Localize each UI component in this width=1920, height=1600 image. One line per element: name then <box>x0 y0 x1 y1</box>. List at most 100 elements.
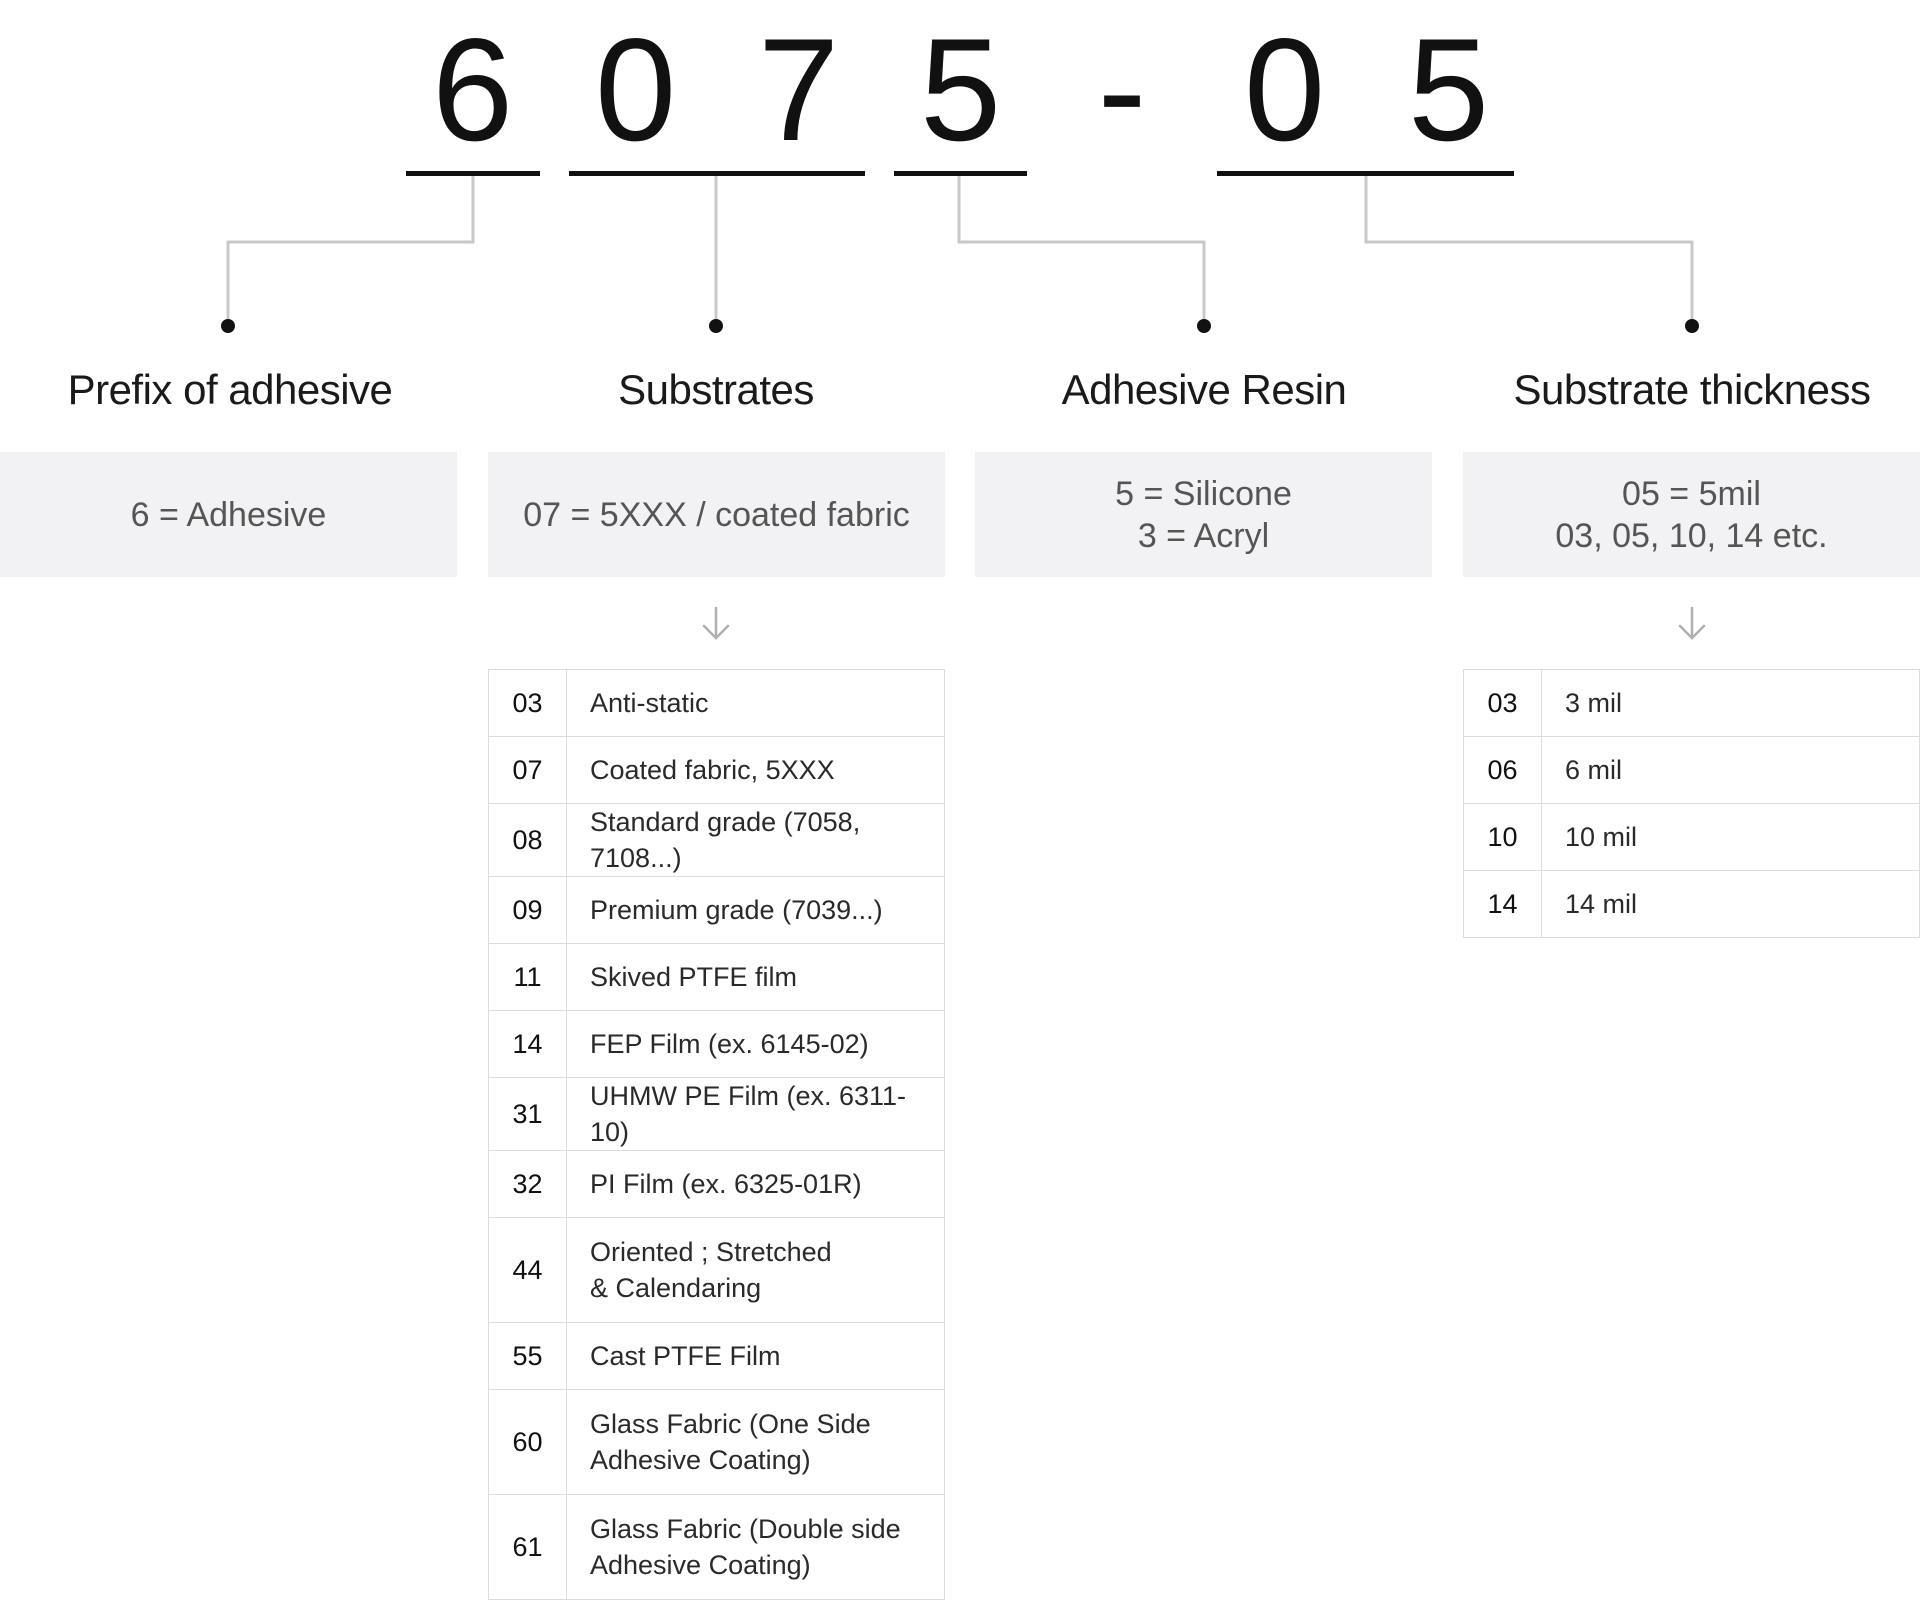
heading-prefix: Prefix of adhesive <box>67 366 393 413</box>
code-dash: - <box>1097 8 1147 171</box>
description-line: Premium grade (7039...) <box>590 895 883 925</box>
code-digit-substrate-2: 7 <box>758 8 840 171</box>
row-code: 32 <box>488 1150 567 1218</box>
description-line: UHMW PE Film (ex. 6311-10) <box>590 1081 907 1147</box>
description-line: 14 mil <box>1565 889 1638 919</box>
table-row: 14 FEP Film (ex. 6145-02) <box>488 1010 945 1078</box>
table-row: 11 Skived PTFE film <box>488 943 945 1011</box>
row-code: 09 <box>488 876 567 944</box>
table-row: 14 14 mil <box>1463 870 1920 938</box>
row-description: Coated fabric, 5XXX <box>566 736 945 804</box>
row-description: 3 mil <box>1541 669 1920 737</box>
code-digit-thickness-1: 0 <box>1244 8 1326 171</box>
row-code: 14 <box>488 1010 567 1078</box>
row-code: 44 <box>488 1217 567 1323</box>
description-line: Anti-static <box>590 688 709 718</box>
row-description: Skived PTFE film <box>566 943 945 1011</box>
connector-thickness <box>1364 176 1694 320</box>
row-code: 08 <box>488 803 567 877</box>
row-code: 61 <box>488 1494 567 1600</box>
row-code: 31 <box>488 1077 567 1151</box>
table-row: 44 Oriented ; Stretched & Calendaring <box>488 1217 945 1323</box>
row-code: 03 <box>488 669 567 737</box>
description-line: PI Film (ex. 6325-01R) <box>590 1169 862 1199</box>
value-box-resin: 5 = Silicone 3 = Acryl <box>975 452 1432 577</box>
value-box-thickness: 05 = 5mil 03, 05, 10, 14 etc. <box>1463 452 1920 577</box>
table-row: 08 Standard grade (7058, 7108...) <box>488 803 945 877</box>
description-line: Coated fabric, 5XXX <box>590 755 835 785</box>
table-row: 31 UHMW PE Film (ex. 6311-10) <box>488 1077 945 1151</box>
row-description: Standard grade (7058, 7108...) <box>566 803 945 877</box>
description-line: 3 mil <box>1565 688 1623 718</box>
row-description: Anti-static <box>566 669 945 737</box>
thickness-table: 03 3 mil 06 6 mil 10 10 mil 14 14 mil <box>1463 669 1920 938</box>
row-description: FEP Film (ex. 6145-02) <box>566 1010 945 1078</box>
row-code: 06 <box>1463 736 1542 804</box>
underline-prefix <box>406 171 540 176</box>
description-line: Oriented ; Stretched <box>590 1237 832 1267</box>
arrow-down-icon <box>1678 606 1706 640</box>
heading-thickness: Substrate thickness <box>1513 366 1871 413</box>
connector-dot-thickness <box>1685 319 1699 333</box>
description-line: 6 mil <box>1565 755 1623 785</box>
substrates-table: 03 Anti-static 07 Coated fabric, 5XXX 08 Stan… <box>488 669 945 1600</box>
table-row: 03 3 mil <box>1463 669 1920 737</box>
value-box-substrates: 07 = 5XXX / coated fabric <box>488 452 945 577</box>
description-line: Standard grade (7058, 7108...) <box>590 807 861 873</box>
description-line: Adhesive Coating) <box>590 1550 811 1580</box>
connector-dot-resin <box>1197 319 1211 333</box>
description-line: Glass Fabric (One Side <box>590 1409 871 1439</box>
row-description: PI Film (ex. 6325-01R) <box>566 1150 945 1218</box>
value-line: 03, 05, 10, 14 etc. <box>1555 516 1828 555</box>
table-row: 32 PI Film (ex. 6325-01R) <box>488 1150 945 1218</box>
row-description: 6 mil <box>1541 736 1920 804</box>
row-description: Oriented ; Stretched & Calendaring <box>566 1217 945 1323</box>
description-line: Glass Fabric (Double side <box>590 1514 901 1544</box>
table-row: 55 Cast PTFE Film <box>488 1322 945 1390</box>
table-row: 06 6 mil <box>1463 736 1920 804</box>
underline-substrates <box>569 171 865 176</box>
value-line: 3 = Acryl <box>1137 516 1270 555</box>
row-code: 14 <box>1463 870 1542 938</box>
heading-resin: Adhesive Resin <box>1061 366 1347 413</box>
table-row: 07 Coated fabric, 5XXX <box>488 736 945 804</box>
value-line: 07 = 5XXX / coated fabric <box>523 495 910 534</box>
description-line: Adhesive Coating) <box>590 1445 811 1475</box>
code-digit-substrate-1: 0 <box>595 8 677 171</box>
row-code: 10 <box>1463 803 1542 871</box>
code-digit-thickness-2: 5 <box>1408 8 1490 171</box>
row-description: 14 mil <box>1541 870 1920 938</box>
underline-resin <box>894 171 1027 176</box>
connector-resin <box>957 176 1206 320</box>
row-description: 10 mil <box>1541 803 1920 871</box>
row-description: UHMW PE Film (ex. 6311-10) <box>566 1077 945 1151</box>
description-line: Skived PTFE film <box>590 962 798 992</box>
table-row: 09 Premium grade (7039...) <box>488 876 945 944</box>
row-code: 03 <box>1463 669 1542 737</box>
arrow-down-icon <box>702 606 730 640</box>
description-line: Cast PTFE Film <box>590 1341 781 1371</box>
connector-dot-substrates <box>709 319 723 333</box>
row-code: 11 <box>488 943 567 1011</box>
row-description: Premium grade (7039...) <box>566 876 945 944</box>
row-code: 60 <box>488 1389 567 1495</box>
description-line: 10 mil <box>1565 822 1638 852</box>
row-code: 07 <box>488 736 567 804</box>
description-line: FEP Film (ex. 6145-02) <box>590 1029 869 1059</box>
row-description: Cast PTFE Film <box>566 1322 945 1390</box>
heading-substrates: Substrates <box>618 366 814 413</box>
description-line: & Calendaring <box>590 1273 762 1303</box>
connector-prefix <box>226 176 475 320</box>
value-box-prefix: 6 = Adhesive <box>0 452 457 577</box>
row-code: 55 <box>488 1322 567 1390</box>
table-row: 10 10 mil <box>1463 803 1920 871</box>
value-line: 6 = Adhesive <box>130 495 327 534</box>
code-digit-resin: 5 <box>920 8 1002 171</box>
value-line: 5 = Silicone <box>1115 474 1292 513</box>
connector-dot-prefix <box>221 319 235 333</box>
